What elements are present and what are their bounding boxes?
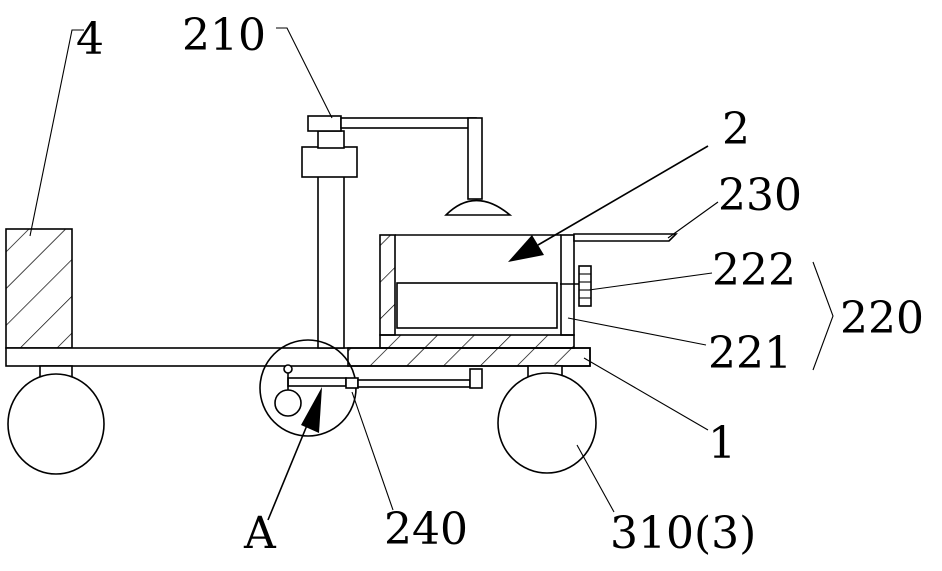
leader-210	[276, 28, 332, 118]
column	[318, 176, 344, 348]
rod-end-block	[470, 369, 482, 388]
detail-pin	[284, 365, 292, 373]
label-310: 310(3)	[610, 508, 756, 559]
leader-A	[268, 418, 310, 520]
base-frame-hatched-section	[348, 348, 590, 366]
rod-collar	[346, 378, 358, 388]
flange-230	[574, 234, 676, 241]
tank-floor	[380, 335, 574, 348]
label-210: 210	[182, 10, 266, 61]
arrow-head-2	[508, 235, 544, 262]
label-220: 220	[840, 293, 924, 344]
label-2: 2	[722, 104, 750, 155]
lamp-stem	[468, 118, 482, 199]
label-230: 230	[718, 170, 802, 221]
wheel-right-310	[498, 373, 596, 473]
leader-240	[352, 392, 393, 510]
leader-310	[577, 445, 614, 512]
detail-roller	[275, 390, 301, 416]
wheel-left	[8, 374, 104, 474]
leader-221	[568, 318, 706, 345]
bracket-220	[813, 262, 833, 370]
rod-240	[358, 380, 470, 387]
label-222: 222	[712, 245, 796, 296]
leader-222	[589, 273, 712, 290]
label-221: 221	[708, 328, 792, 379]
arrow-head-A	[301, 387, 322, 433]
tank-left-wall	[380, 235, 395, 335]
column-cap-210	[308, 116, 341, 131]
leader-230	[668, 202, 718, 238]
column-sleeve	[302, 147, 357, 177]
label-1: 1	[708, 418, 736, 469]
leader-1	[584, 358, 708, 430]
label-4: 4	[76, 14, 104, 65]
block-4	[6, 229, 72, 348]
knob-222	[579, 266, 591, 306]
leader-2	[538, 146, 708, 245]
column-neck	[318, 131, 344, 148]
rod-inner	[288, 378, 346, 386]
tank-inner-tray-221	[397, 283, 557, 328]
lamp-shade	[446, 201, 510, 216]
label-240: 240	[384, 504, 468, 555]
label-A: A	[243, 508, 277, 559]
tank-right-wall	[561, 235, 574, 335]
horizontal-arm	[341, 118, 476, 128]
